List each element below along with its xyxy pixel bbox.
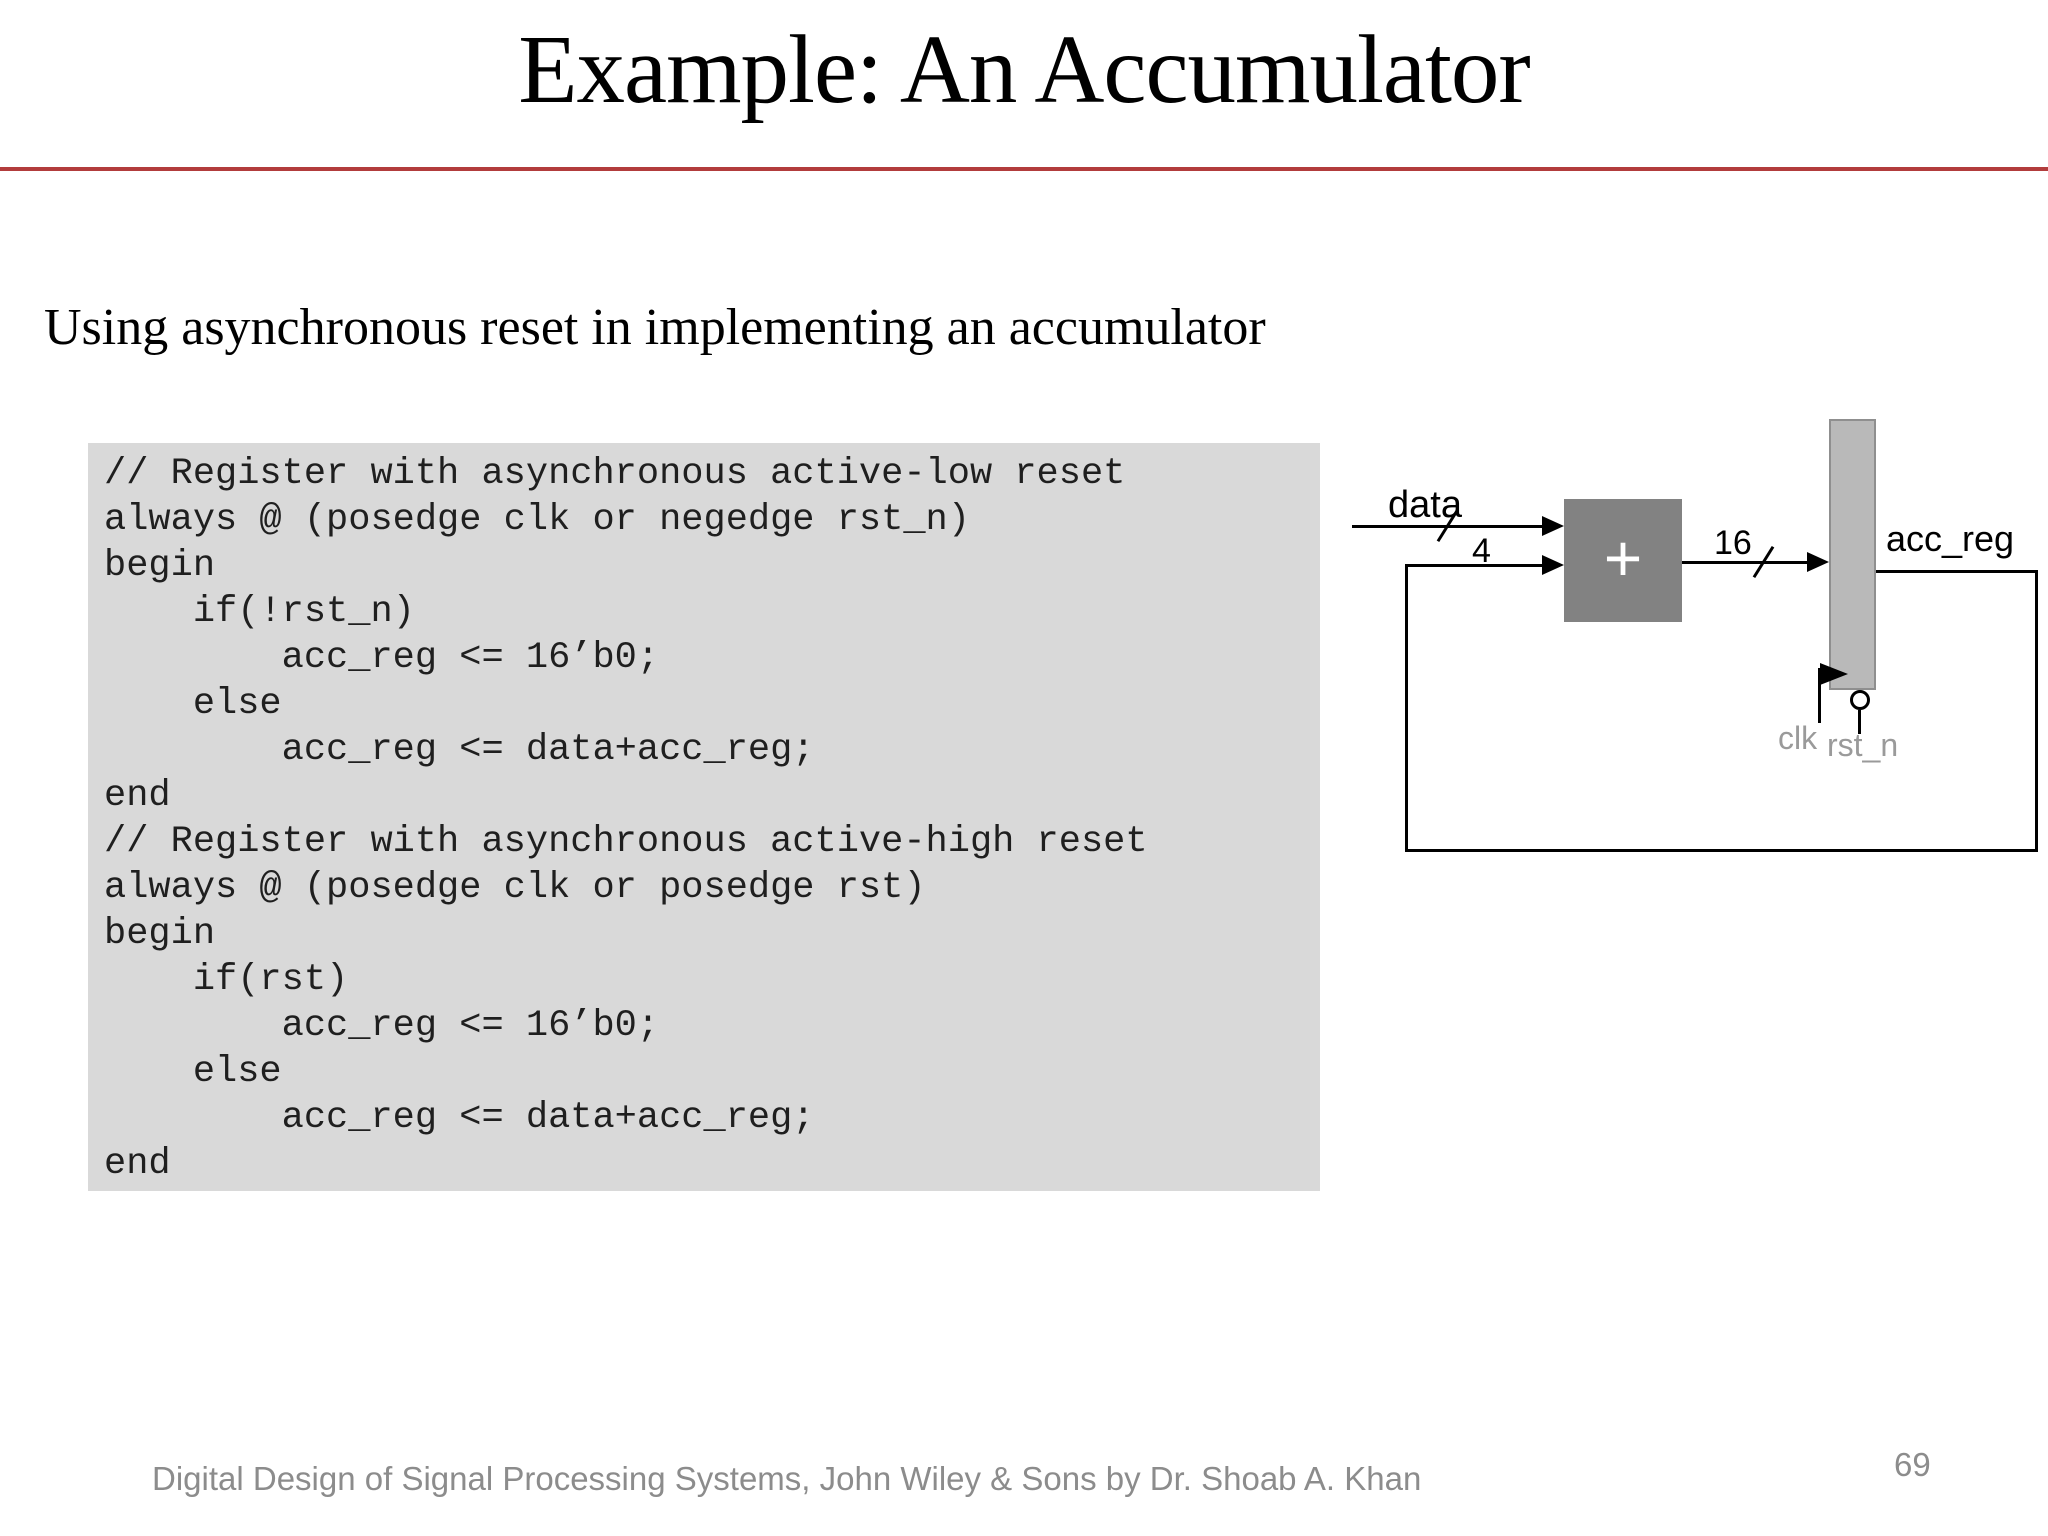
slide-title: Example: An Accumulator [518, 16, 1530, 123]
register-block [1829, 419, 1876, 690]
page-number: 69 [1894, 1446, 1931, 1483]
clock-edge-triangle-icon [1820, 663, 1848, 685]
reset-wire [1858, 710, 1861, 734]
clock-wire [1818, 668, 1821, 723]
feedback-wire-left [1405, 564, 1408, 852]
sum-arrowhead-icon [1807, 552, 1829, 572]
rst-n-label: rst_n [1827, 727, 1899, 763]
code-block: // Register with asynchronous active-low… [88, 443, 1320, 1191]
slide-footer: Digital Design of Signal Processing Syst… [152, 1460, 1422, 1497]
sum-bus-width-label: 16 [1714, 524, 1752, 562]
feedback-wire-top-right [1876, 570, 2038, 573]
plus-symbol: + [1603, 520, 1643, 595]
clk-label: clk [1778, 720, 1818, 756]
reset-bubble-icon [1850, 690, 1870, 710]
data-arrowhead-icon [1542, 516, 1564, 536]
register-name-label: acc_reg [1886, 518, 2015, 559]
data-bus-width-label: 4 [1472, 532, 1491, 570]
sum-wire [1682, 561, 1809, 564]
feedback-wire-into-adder [1405, 564, 1545, 567]
code-text: // Register with asynchronous active-low… [104, 453, 1148, 1185]
slide-subtitle: Using asynchronous reset in implementing… [44, 299, 1266, 356]
title-divider [0, 167, 2048, 171]
feedback-wire-bottom [1405, 849, 2038, 852]
feedback-wire-right [2035, 570, 2038, 852]
feedback-arrowhead-icon [1542, 555, 1564, 575]
adder-block: + [1564, 499, 1682, 622]
